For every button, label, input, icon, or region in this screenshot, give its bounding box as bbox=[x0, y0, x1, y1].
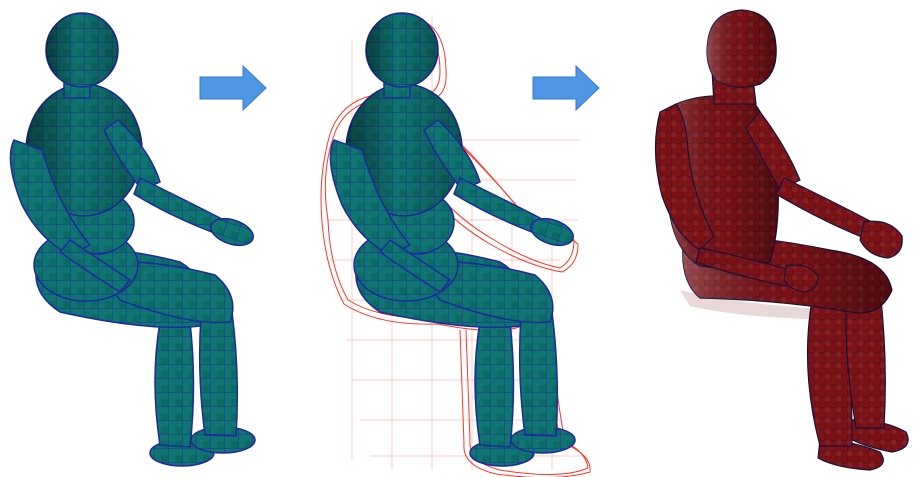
skin-mesh-model bbox=[655, 10, 908, 470]
step-arrow-1 bbox=[200, 66, 266, 110]
step-arrow-2 bbox=[533, 66, 599, 110]
